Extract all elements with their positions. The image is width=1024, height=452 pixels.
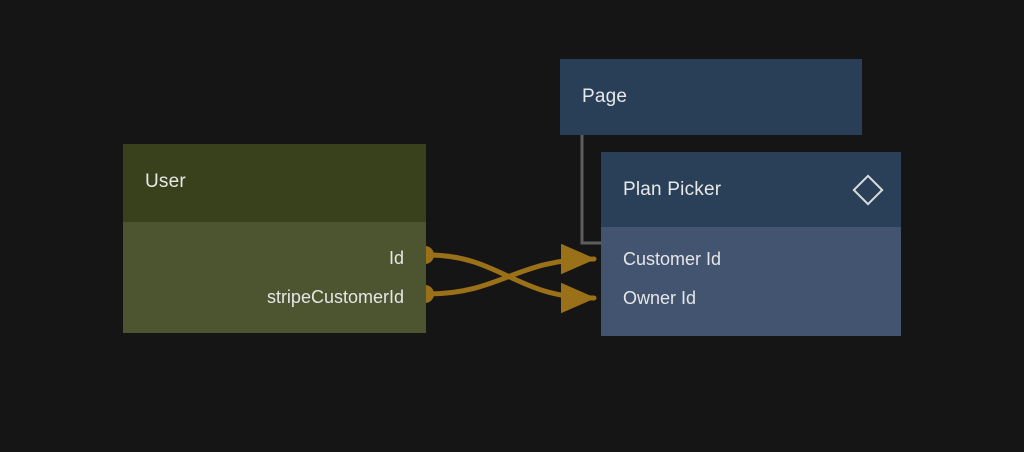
field-label-owner-id: Owner Id [623,288,697,308]
node-plan-picker-title: Plan Picker [623,178,722,200]
node-plan-picker-header: Plan Picker [601,152,901,227]
node-plan-picker-body: Customer Id Owner Id [601,227,901,336]
node-page[interactable]: Page [560,59,862,135]
field-row-user-stripecustomerid[interactable]: stripeCustomerId [123,278,426,317]
edge-page-to-plan-picker [580,134,603,245]
node-user[interactable]: User Id stripeCustomerId [123,144,426,333]
node-page-title: Page [582,86,628,107]
diamond-icon[interactable] [852,173,884,206]
node-page-header: Page [560,59,862,135]
edge-stripecustomerid-to-customer-id [425,243,597,297]
field-row-owner-id[interactable]: Owner Id [601,279,901,318]
node-user-title: User [145,171,186,192]
node-user-body: Id stripeCustomerId [123,222,426,333]
field-row-customer-id[interactable]: Customer Id [601,240,901,279]
edge-id-to-owner-id [425,252,597,314]
field-label-user-stripecustomerid: stripeCustomerId [266,287,404,307]
field-label-user-id: Id [388,248,404,268]
field-label-customer-id: Customer Id [623,249,722,269]
node-user-header: User [123,144,426,222]
field-row-user-id[interactable]: Id [123,239,426,278]
node-plan-picker[interactable]: Plan Picker Customer Id Owner Id [601,152,901,336]
